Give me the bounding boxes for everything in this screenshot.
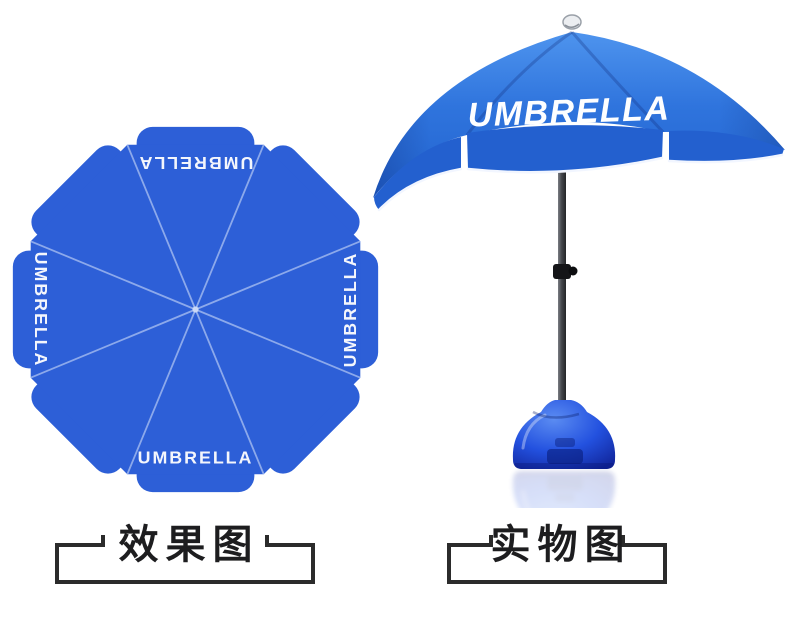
valance-trim	[377, 153, 784, 212]
canopy-seam-lines	[465, 30, 665, 136]
base	[512, 400, 616, 469]
caption-frame	[55, 535, 315, 584]
umbrella-top-view: UMBRELLA UMBRELLA UMBRELLA UMBRELLA	[12, 126, 379, 493]
valance-flaps	[374, 125, 784, 210]
caption-effect-text: 效果图	[119, 523, 260, 567]
pole-clamp	[553, 264, 578, 279]
canopy-shading	[373, 32, 785, 198]
brand-text-bottom: UMBRELLA	[138, 448, 254, 468]
brand-text-right: UMBRELLA	[340, 252, 360, 368]
caption-product-text: 实物图	[491, 523, 632, 567]
caption-frame	[447, 535, 667, 584]
canopy-center-hub	[192, 306, 199, 313]
brand-text-top: UMBRELLA	[138, 153, 254, 173]
caption-effect: 效果图	[55, 523, 315, 584]
base-reflection	[511, 469, 617, 508]
brand-text-left: UMBRELLA	[31, 252, 51, 368]
base-handle-recess	[547, 449, 583, 464]
canopy-seams	[30, 144, 361, 475]
umbrella-product-view: UMBRELLA	[373, 14, 785, 508]
finial	[562, 14, 582, 30]
caption-product: 实物图	[447, 523, 667, 584]
